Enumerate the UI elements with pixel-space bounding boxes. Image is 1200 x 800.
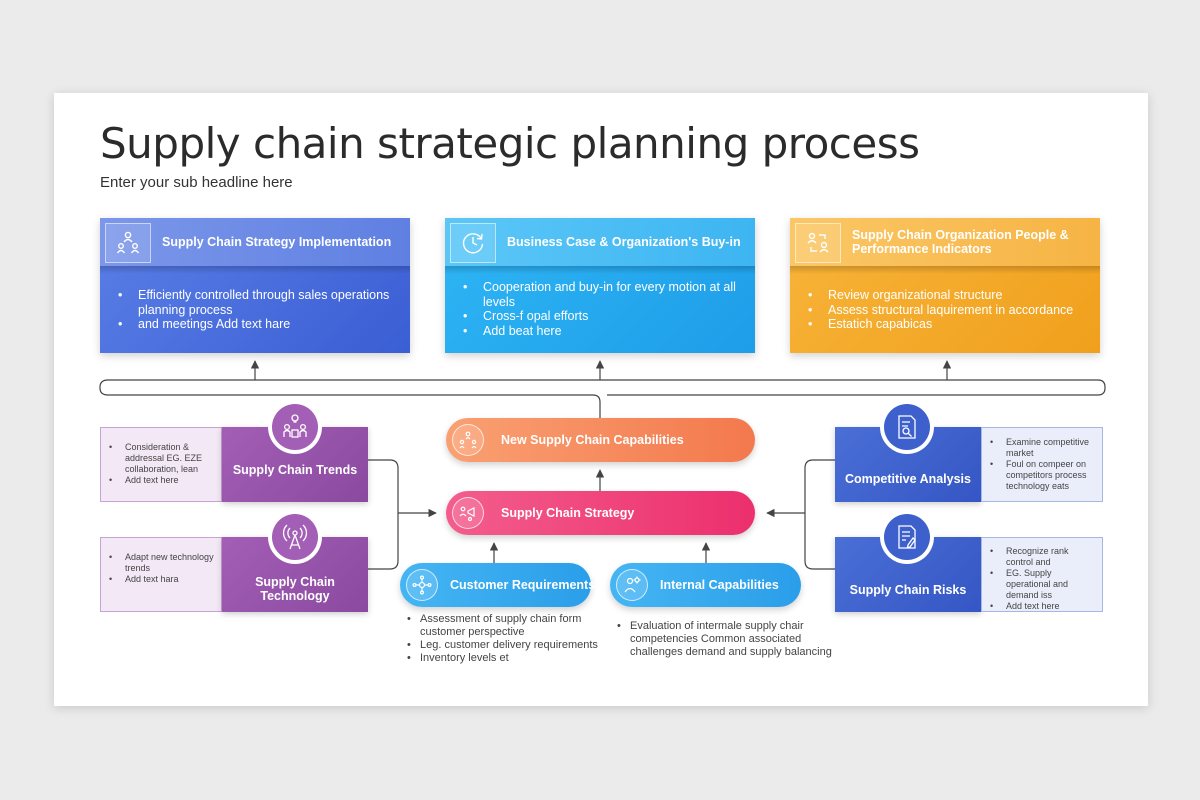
list-item: Add text hara	[109, 574, 215, 585]
card-header: Business Case & Organization's Buy-in	[445, 218, 755, 266]
people-network-icon	[105, 223, 151, 263]
list-item: Inventory levels et	[407, 652, 615, 665]
left-bracket	[368, 459, 399, 570]
card-header: Supply Chain Organization People & Perfo…	[790, 218, 1100, 266]
internal-capabilities-pill: Internal Capabilities	[610, 563, 801, 607]
people-exchange-icon	[795, 223, 841, 263]
supply-chain-risks-box: Supply Chain Risks	[835, 537, 981, 612]
supply-chain-strategy-pill: Supply Chain Strategy	[446, 491, 755, 535]
connector-lines	[99, 360, 1106, 570]
risks-icon-circle	[880, 510, 934, 564]
antenna-tower-icon	[272, 514, 318, 560]
list-item: Review organizational structure	[808, 288, 1088, 303]
risks-notes: Recognize rank control and EG. Supply op…	[981, 537, 1103, 612]
list-item: Evaluation of intermale supply chair com…	[617, 620, 835, 659]
team-lightbulb-icon	[272, 404, 318, 450]
page-subtitle: Enter your sub headline here	[100, 174, 293, 191]
card-title: Supply Chain Organization People & Perfo…	[852, 228, 1069, 256]
list-item: Examine competitive market	[990, 437, 1096, 459]
card-header: Supply Chain Strategy Implementation	[100, 218, 410, 266]
list-item: Add beat here	[463, 324, 743, 339]
competitive-icon-circle	[880, 400, 934, 454]
pill-label: Supply Chain Strategy	[501, 506, 635, 520]
pill-label: Customer Requirements	[450, 578, 596, 592]
page-title: Supply chain strategic planning process	[100, 119, 920, 168]
list-item: Consideration & addressal EG. EZE collab…	[109, 442, 215, 475]
card-bullets: Cooperation and buy-in for every motion …	[463, 280, 743, 339]
card-business-case: Business Case & Organization's Buy-in Co…	[445, 218, 755, 353]
slide: Supply chain strategic planning process …	[54, 93, 1148, 706]
card-divider	[790, 266, 1100, 274]
list-item: Cross-f opal efforts	[463, 309, 743, 324]
list-item: Efficiently controlled through sales ope…	[118, 288, 398, 317]
trends-icon-circle	[268, 400, 322, 454]
card-title: Business Case & Organization's Buy-in	[507, 235, 741, 249]
card-organization-people: Supply Chain Organization People & Perfo…	[790, 218, 1100, 353]
list-item: Cooperation and buy-in for every motion …	[463, 280, 743, 309]
list-item: Adapt new technology trends	[109, 552, 215, 574]
document-magnifier-icon	[884, 404, 930, 450]
competitive-notes: Examine competitive market Foul on compe…	[981, 427, 1103, 502]
clock-refresh-icon	[450, 223, 496, 263]
new-capabilities-pill: New Supply Chain Capabilities	[446, 418, 755, 462]
list-item: Add text here	[990, 601, 1096, 612]
card-divider	[445, 266, 755, 274]
pill-label: New Supply Chain Capabilities	[501, 433, 684, 447]
list-item: Estatich capabicas	[808, 317, 1088, 332]
right-bracket	[804, 459, 835, 570]
internal-bullets: Evaluation of intermale supply chair com…	[617, 620, 835, 659]
card-strategy-implementation: Supply Chain Strategy Implementation Eff…	[100, 218, 410, 353]
card-divider	[100, 266, 410, 274]
list-item: Recognize rank control and	[990, 546, 1096, 568]
technology-icon-circle	[268, 510, 322, 564]
list-item: Assessment of supply chain form customer…	[407, 613, 615, 639]
person-gear-icon	[616, 569, 648, 601]
technology-notes: Adapt new technology trends Add text har…	[100, 537, 222, 612]
hub-network-icon	[406, 569, 438, 601]
customer-bullets: Assessment of supply chain form customer…	[407, 613, 615, 665]
list-item: Add text here	[109, 475, 215, 486]
team-network-icon	[452, 424, 484, 456]
team-megaphone-icon	[452, 497, 484, 529]
card-title: Supply Chain Strategy Implementation	[162, 235, 392, 249]
customer-requirements-pill: Customer Requirements	[400, 563, 595, 607]
card-bullets: Review organizational structure Assess s…	[808, 288, 1088, 332]
list-item: Leg. customer delivery requirements	[407, 639, 615, 652]
box-label: Supply Chain Trends	[232, 463, 358, 477]
list-item: Assess structural laquirement in accorda…	[808, 303, 1088, 318]
box-label: Supply Chain Risks	[849, 583, 967, 597]
trends-notes: Consideration & addressal EG. EZE collab…	[100, 427, 222, 502]
box-label: Competitive Analysis	[845, 472, 971, 486]
box-label: Supply Chain Technology	[255, 575, 335, 603]
list-item: and meetings Add text hare	[118, 317, 398, 332]
pill-label: Internal Capabilities	[660, 578, 779, 592]
top-distribution-line	[99, 379, 1106, 419]
card-bullets: Efficiently controlled through sales ope…	[118, 288, 398, 332]
list-item: EG. Supply operational and demand iss	[990, 568, 1096, 601]
document-pen-icon	[884, 514, 930, 560]
list-item: Foul on compeer on competitors process t…	[990, 459, 1096, 492]
